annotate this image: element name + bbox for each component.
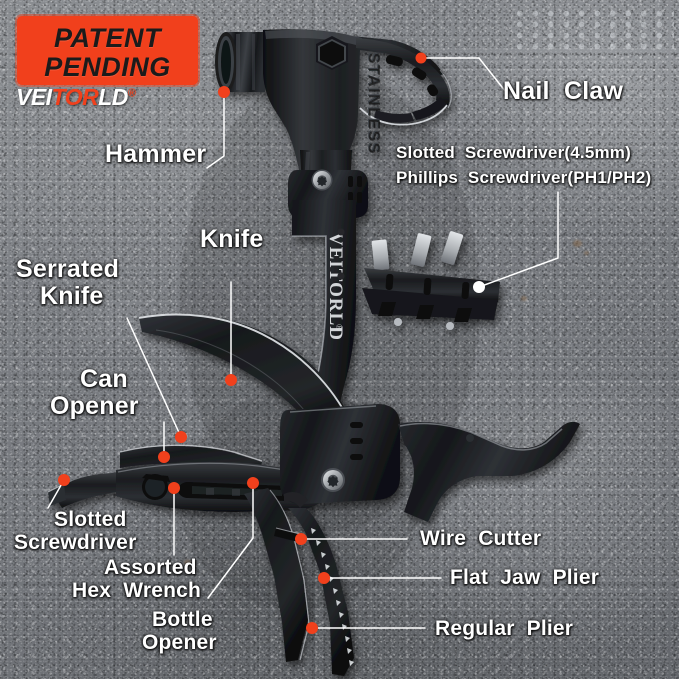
callout-label-serrated-knife-line2: Knife [40, 282, 104, 310]
callout-label-flat-jaw-plier: Flat Jaw Plier [450, 566, 600, 589]
phillips-bit-1 [410, 233, 432, 267]
svg-text:STAINLESS: STAINLESS [365, 53, 382, 155]
callout-label-bottle-opener-line1: Bottle [152, 608, 213, 631]
phillips-bit-2 [440, 231, 464, 265]
callout-label-slotted-screwdriver-45mm: Slotted Screwdriver(4.5mm) [396, 143, 631, 162]
callout-label-regular-plier: Regular Plier [435, 617, 574, 640]
plier-serration [311, 528, 354, 666]
callout-label-wire-cutter: Wire Cutter [420, 527, 542, 550]
callout-label-assorted-hex-wrench-line1: Assorted [104, 556, 197, 579]
callout-label-phillips-screwdriver: Phillips Screwdriver(PH1/PH2) [396, 168, 652, 187]
handle-right [398, 421, 580, 522]
brand-logo: VEITORLD® [16, 86, 136, 109]
callout-label-can-opener-line1: Can [80, 365, 128, 393]
brand-part-3: LD [98, 84, 128, 110]
svg-text:VEITORLD: VEITORLD [325, 232, 346, 341]
patent-badge-line1: PATENT [54, 23, 161, 53]
brand-part-2: TOR [51, 84, 99, 110]
callout-label-slotted-screwdriver-line1: Slotted [54, 508, 127, 531]
hex-hole [316, 36, 348, 70]
stainless-engraving: STAINLESS [364, 52, 381, 154]
callout-label-can-opener-line2: Opener [50, 392, 139, 420]
callout-label-nail-claw: Nail Claw [503, 77, 624, 105]
callout-label-serrated-knife-line1: Serrated [16, 255, 120, 283]
svg-text:®: ® [334, 324, 344, 331]
brand-registered-mark: ® [127, 87, 136, 100]
knife-edge-highlight [138, 313, 351, 423]
callout-label-slotted-screwdriver-line2: Screwdriver [14, 531, 137, 554]
patent-badge-line2: PENDING [44, 52, 171, 82]
bit-holder [362, 231, 500, 330]
lower-hinge [280, 404, 400, 504]
callout-label-bottle-opener-line2: Opener [142, 631, 217, 654]
brand-part-1: VEI [16, 84, 52, 110]
plier-jaw-right [288, 508, 354, 676]
flat-bit-1 [371, 239, 390, 271]
plier-jaw-left [244, 488, 308, 662]
hammer-head-body [263, 29, 444, 174]
dot-pattern-decoration [512, 8, 674, 52]
callout-label-knife: Knife [200, 225, 264, 253]
callout-label-hammer: Hammer [105, 140, 207, 168]
patent-pending-badge: PATENT PENDING [13, 12, 202, 89]
veitorld-handle-engraving: VEITORLD ® [325, 232, 346, 341]
hammer-striking-face [215, 32, 265, 92]
callout-label-assorted-hex-wrench-line2: Hex Wrench [72, 579, 202, 602]
